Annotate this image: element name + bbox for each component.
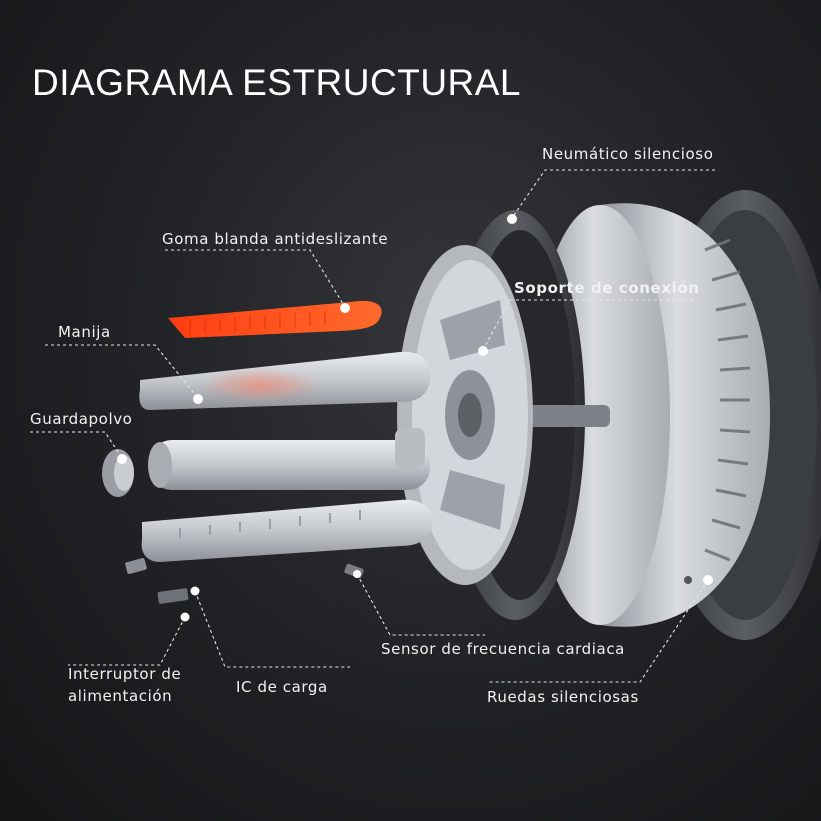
label-power-switch-line2: alimentación xyxy=(68,687,173,705)
handle-core xyxy=(148,428,430,490)
handle-upper-shell xyxy=(139,351,431,410)
rubber-pad xyxy=(168,300,382,338)
label-charging-ic: IC de carga xyxy=(236,678,328,696)
label-power-switch: Interruptor de alimentación xyxy=(68,663,181,707)
label-hr-sensor: Sensor de frecuencia cardiaca xyxy=(381,640,625,658)
label-connector: Soporte de conexión xyxy=(514,279,700,297)
label-handle: Manija xyxy=(58,323,111,341)
wheel-assembly xyxy=(397,190,821,640)
handle-lower-shell xyxy=(141,499,433,562)
power-switch-part xyxy=(125,558,147,574)
callout-dots xyxy=(117,214,713,622)
label-power-switch-line1: Interruptor de xyxy=(68,665,182,683)
callout-lines xyxy=(30,169,715,683)
label-rubber: Goma blanda antideslizante xyxy=(162,230,389,248)
page-title: DIAGRAMA ESTRUCTURAL xyxy=(32,62,522,103)
label-wheels: Ruedas silenciosas xyxy=(487,688,639,706)
label-tire: Neumático silencioso xyxy=(542,145,714,163)
label-dustcover: Guardapolvo xyxy=(30,410,133,428)
charging-ic-part xyxy=(157,588,189,604)
